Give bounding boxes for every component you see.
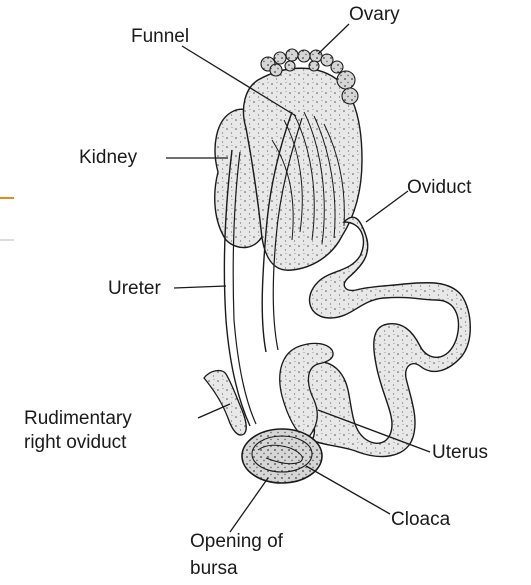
leader-opening [230,478,268,532]
leader-ureter [174,286,226,288]
leader-ovary [318,24,349,54]
label-kidney: Kidney [79,147,137,170]
label-oviduct: Oviduct [407,177,471,200]
leader-oviduct [366,191,408,222]
rudimentary-oviduct-shape [204,371,246,436]
label-cloaca: Cloaca [391,509,450,532]
label-funnel: Funnel [131,26,189,49]
label-uterus: Uterus [432,442,488,465]
cloaca-shape [242,429,322,483]
label-rudimentary-line1: Rudimentary [24,408,132,431]
label-rudimentary-line2: right oviduct [24,432,126,455]
label-ureter: Ureter [108,278,161,301]
label-opening-line2: bursa [190,558,238,581]
label-ovary: Ovary [349,4,400,27]
leader-cloaca [306,466,390,514]
label-opening-line1: Opening of [190,531,283,554]
